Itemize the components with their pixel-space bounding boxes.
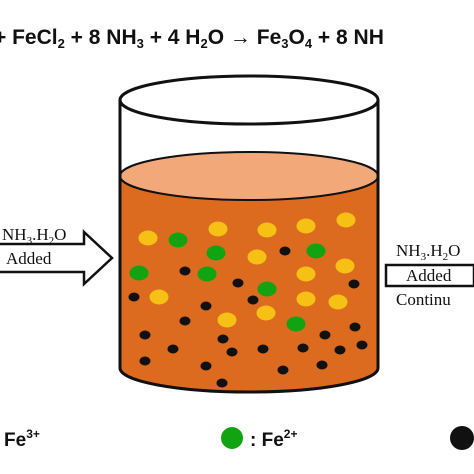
- precipitate-particle: [139, 330, 151, 340]
- precipitate-particle: [297, 343, 309, 353]
- right-arrow-label-2: Added: [406, 266, 452, 285]
- fe3-ion: [149, 289, 169, 305]
- right-arrow-label-1: NH3.H2O: [396, 241, 460, 263]
- fe3-ion: [256, 305, 276, 321]
- solution-surface: [119, 151, 379, 201]
- left-addition-arrow: NH3.H2O Added: [0, 225, 114, 287]
- left-arrow-shape: [0, 229, 114, 287]
- precipitate-particle: [279, 246, 291, 256]
- fe3-ion: [336, 212, 356, 228]
- legend: Fe3+ : Fe2+: [4, 426, 474, 451]
- beaker: [118, 74, 380, 394]
- precipitate-particle: [200, 361, 212, 371]
- precipitate-particle: [217, 334, 229, 344]
- precipitate-particle: [356, 340, 368, 350]
- eq-term-nh3: + 8 NH: [64, 26, 137, 49]
- precipitate-particle: [257, 344, 269, 354]
- fe3-ion: [257, 222, 277, 238]
- beaker-rim: [118, 74, 380, 126]
- fe2-ion: [197, 266, 217, 282]
- eq-term-fecl: + FeCl: [0, 26, 58, 49]
- precipitate-particle: [334, 345, 346, 355]
- right-addition-arrow: NH3.H2O Added Continu: [384, 241, 474, 309]
- precipitate-particle: [179, 266, 191, 276]
- fe3-ion: [296, 266, 316, 282]
- reaction-equation: + FeCl2 + 8 NH3 + 4 H2O → Fe3O4 + 8 NH: [0, 26, 384, 51]
- precipitate-particle: [319, 330, 331, 340]
- fe3-ion: [208, 221, 228, 237]
- eq-sub: 3: [136, 36, 144, 51]
- fe3-ion: [296, 218, 316, 234]
- eq-sub: 2: [57, 36, 65, 51]
- fe3-ion: [335, 258, 355, 274]
- legend-precipitate-marker: [450, 426, 474, 450]
- eq-sub: 2: [200, 36, 208, 51]
- eq-term-nh-trunc: + 8 NH: [312, 26, 384, 49]
- eq-sub: 4: [304, 36, 313, 51]
- precipitate-particle: [348, 279, 360, 289]
- precipitate-particle: [139, 356, 151, 366]
- legend-fe2-label: : Fe2+: [250, 427, 297, 451]
- fe2-ion: [168, 232, 188, 248]
- right-arrow-label-3: Continu: [396, 290, 451, 309]
- precipitate-particle: [179, 316, 191, 326]
- precipitate-particle: [200, 301, 212, 311]
- precipitate-particle: [128, 292, 140, 302]
- particles: [128, 212, 368, 388]
- fe2-ion: [306, 243, 326, 259]
- left-arrow-label-2: Added: [6, 249, 52, 268]
- fe3-ion: [217, 312, 237, 328]
- fe2-ion: [129, 265, 149, 281]
- solution-body: [120, 176, 378, 392]
- precipitate-particle: [277, 365, 289, 375]
- precipitate-particle: [232, 278, 244, 288]
- eq-term-fe: Fe: [256, 26, 282, 49]
- precipitate-particle: [247, 295, 259, 305]
- fe3-ion: [247, 249, 267, 265]
- precipitate-particle: [167, 344, 179, 354]
- precipitate-particle: [216, 378, 228, 388]
- beaker-bottom: [118, 367, 380, 394]
- fe2-ion: [286, 316, 306, 332]
- eq-sub: 3: [281, 36, 289, 51]
- legend-fe2-marker: [221, 427, 243, 449]
- legend-fe3-label: Fe3+: [4, 427, 40, 451]
- fe3-ion: [138, 230, 158, 246]
- fe3-ion: [296, 291, 316, 307]
- right-arrow-shape: [384, 263, 474, 288]
- fe2-ion: [206, 245, 226, 261]
- left-arrow-label-1: NH3.H2O: [2, 225, 66, 247]
- precipitate-particle: [316, 360, 328, 370]
- eq-term-h2o: + 4 H: [143, 26, 201, 49]
- eq-term-o4: O: [288, 26, 305, 49]
- fe2-ion: [257, 281, 277, 297]
- fe3-ion: [328, 294, 348, 310]
- eq-term-o: O: [207, 26, 225, 49]
- precipitate-particle: [226, 347, 238, 357]
- eq-arrow: →: [229, 26, 251, 49]
- precipitate-particle: [349, 322, 361, 332]
